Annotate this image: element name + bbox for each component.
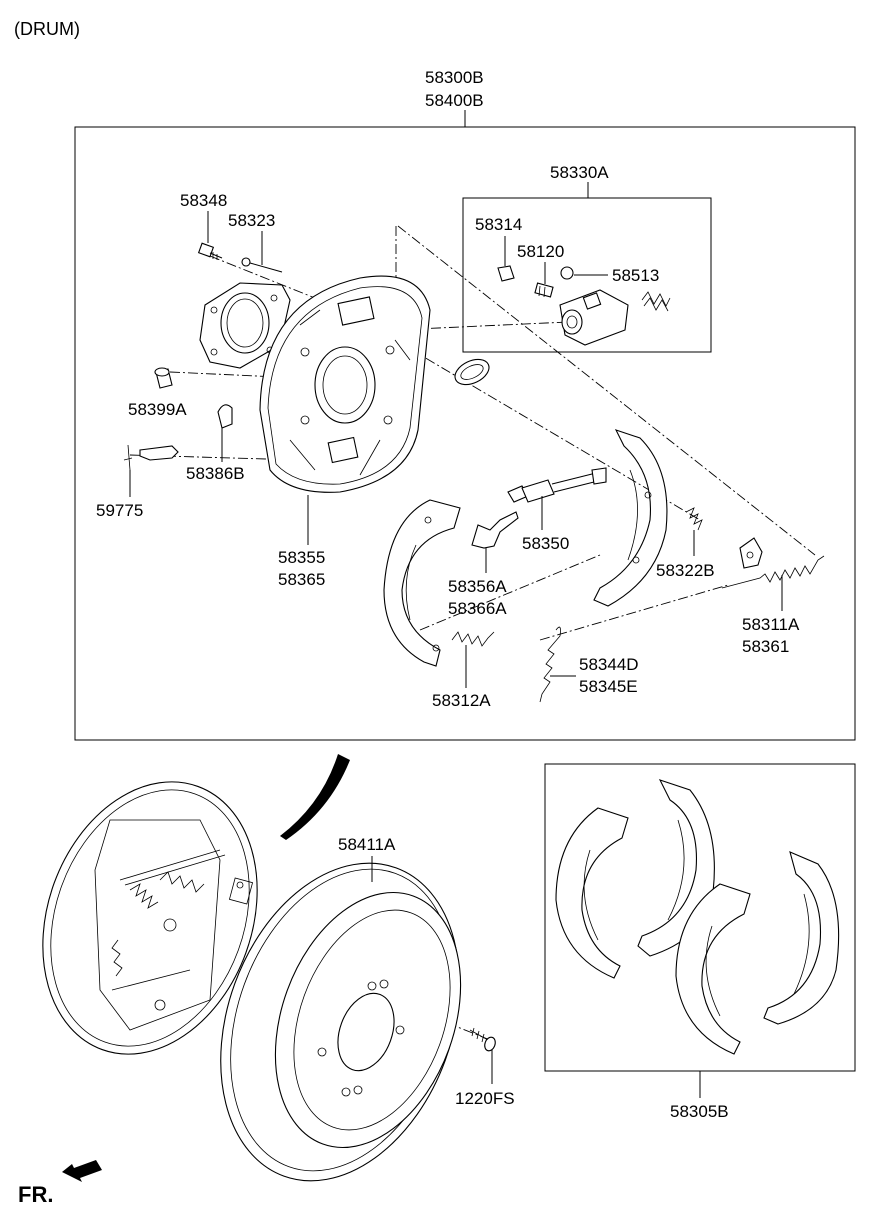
shoe-kit-icon	[555, 779, 840, 1055]
label-58366A[interactable]: 58366A	[448, 599, 507, 618]
label-58348[interactable]: 58348	[180, 191, 227, 210]
lever-59775-icon	[123, 444, 179, 471]
adjusting-lever-58356A-icon	[471, 511, 519, 549]
backing-plate-icon	[259, 275, 431, 493]
label-58356A[interactable]: 58356A	[448, 577, 507, 596]
front-orientation-label: FR.	[18, 1182, 53, 1207]
spring-58322B-icon	[685, 507, 703, 531]
front-arrow-icon	[62, 1160, 102, 1182]
dust-cap-58513-icon	[560, 266, 574, 280]
diagram-title: (DRUM)	[14, 19, 80, 39]
label-58350[interactable]: 58350	[522, 534, 569, 553]
label-58330A[interactable]: 58330A	[550, 163, 609, 182]
adjuster-58350-icon	[507, 467, 607, 503]
bolt-58348-icon	[197, 242, 223, 260]
label-58314[interactable]: 58314	[475, 215, 522, 234]
label-1220FS[interactable]: 1220FS	[455, 1089, 515, 1108]
label-58311A[interactable]: 58311A	[742, 615, 800, 634]
bleeder-cap-58314-icon	[497, 265, 515, 282]
label-58365[interactable]: 58365	[278, 570, 325, 589]
label-58399A[interactable]: 58399A	[128, 400, 187, 419]
label-58300B[interactable]: 58300B	[425, 68, 484, 87]
plug-58399A-icon	[154, 367, 173, 389]
label-58361[interactable]: 58361	[742, 637, 789, 656]
label-58513[interactable]: 58513	[612, 266, 659, 285]
label-58344D[interactable]: 58344D	[579, 655, 639, 674]
brake-drum-58411A-icon	[220, 862, 462, 1182]
assembly-direction-arrow	[280, 754, 350, 840]
pin-58323-icon	[241, 257, 283, 273]
assembled-brake-icon	[42, 781, 258, 1055]
brake-shoe-left-icon	[383, 499, 461, 667]
retainer-clip-icon	[739, 537, 763, 569]
brake-shoe-right-icon	[593, 429, 668, 607]
label-59775[interactable]: 59775	[96, 501, 143, 520]
bolt-1220FS-icon	[469, 1027, 496, 1052]
seal-ring-icon	[454, 358, 490, 386]
return-spring-58311A-icon	[721, 555, 825, 589]
wheel-cylinder-icon	[559, 289, 629, 346]
cylinder-spring-icon	[641, 291, 671, 312]
assembly-frame	[74, 126, 856, 741]
label-58345E[interactable]: 58345E	[579, 677, 638, 696]
bleeder-screw-58120-icon	[534, 282, 554, 298]
gasket-plate-icon	[199, 282, 291, 369]
spring-58312A-icon	[451, 631, 495, 647]
label-58312A[interactable]: 58312A	[432, 691, 491, 710]
label-58355[interactable]: 58355	[278, 548, 325, 567]
label-58386B[interactable]: 58386B	[186, 464, 245, 483]
spring-58344D-icon	[539, 626, 561, 703]
wheel-cylinder-frame	[462, 197, 712, 353]
label-58323[interactable]: 58323	[228, 211, 275, 230]
label-58120[interactable]: 58120	[517, 242, 564, 261]
clip-58386B-icon	[217, 404, 233, 429]
label-58411A[interactable]: 58411A	[338, 835, 396, 854]
label-58305B[interactable]: 58305B	[670, 1102, 729, 1121]
label-58322B[interactable]: 58322B	[656, 561, 715, 580]
label-58400B[interactable]: 58400B	[425, 91, 484, 110]
